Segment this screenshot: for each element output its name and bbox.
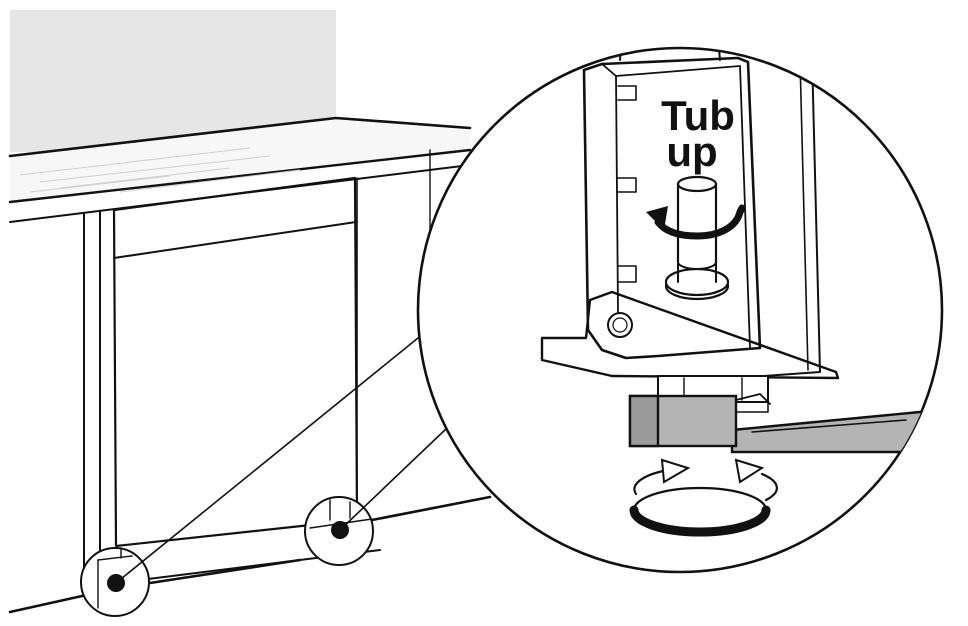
left-foot-callout bbox=[80, 547, 150, 617]
tub-housing bbox=[582, 56, 762, 360]
tub-label-line1: Tub bbox=[661, 92, 735, 139]
dishwasher-scene bbox=[8, 10, 492, 617]
leader-line-left bbox=[115, 337, 419, 584]
counter-texture bbox=[19, 147, 301, 193]
leveling-foot-detail: Tub up bbox=[540, 48, 942, 537]
dishwasher-door bbox=[112, 176, 359, 548]
rotation-arrow-icon bbox=[629, 458, 778, 537]
wrench-tool bbox=[628, 393, 942, 454]
adjustment-post bbox=[664, 175, 730, 301]
rotation-arrow-head-left bbox=[660, 458, 691, 484]
tub-label-line2: up bbox=[666, 128, 717, 175]
rotation-arrow-head-right bbox=[734, 458, 765, 484]
turn-direction-arrow-icon bbox=[646, 204, 746, 240]
control-panel-line bbox=[113, 221, 357, 259]
leader-line-right bbox=[339, 427, 448, 531]
